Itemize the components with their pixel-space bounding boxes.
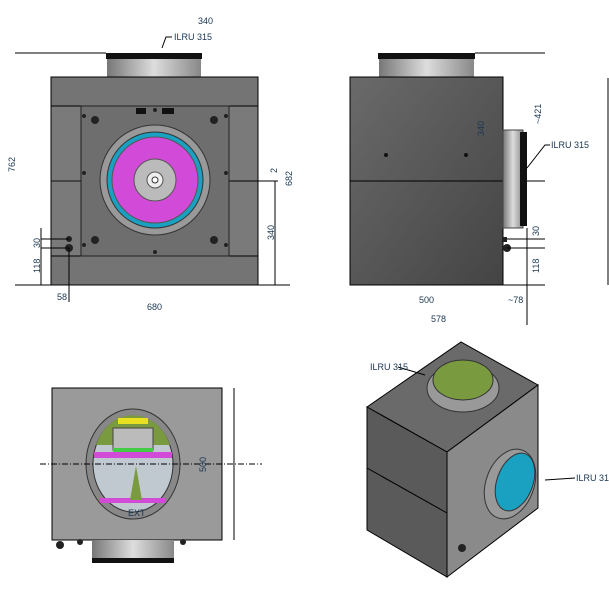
isometric-view: ILRU 315 ILRU 315: [366, 341, 609, 579]
dim-drain-offset: 58: [57, 292, 67, 302]
dim-total-height: 762: [7, 157, 17, 172]
dim-drain-height: 118: [32, 259, 42, 273]
dim-duct-projection: ~78: [508, 295, 523, 305]
dim-depth: 500: [419, 295, 434, 305]
duct-flange: [106, 53, 202, 59]
duct-label: ILRU 315: [174, 32, 212, 42]
dim-upper-height: 340: [476, 121, 486, 136]
dim-duct-width: 340: [198, 16, 213, 26]
side-duct-label: ILRU 315: [551, 140, 589, 150]
dim-bottom-depth: 500: [198, 457, 208, 472]
dim-drain-spacing-side: 30: [531, 226, 541, 236]
dim-outlet-center: 340: [266, 225, 276, 240]
side-view: [349, 53, 527, 286]
front-dimensions: 340 ILRU 315 762 682 2 340 30 118 58 680: [7, 16, 294, 312]
top-duct: [107, 59, 201, 78]
bottom-view: 500 EXT: [40, 387, 262, 563]
dim-outlet-height-side: ~421: [533, 104, 543, 124]
dim-outlet-height: 682: [284, 171, 294, 186]
front-view: [50, 53, 259, 286]
dim-total-depth: 578: [431, 314, 446, 324]
dim-drain-spacing: 30: [32, 238, 42, 248]
side-dimensions: 340 ~421 ILRU 315 30 118 500 ~78 578: [350, 52, 609, 325]
dim-drain-height-side: 118: [531, 259, 541, 273]
bottom-label: EXT: [128, 508, 146, 518]
iso-top-duct-label: ILRU 315: [370, 362, 408, 372]
dim-width: 680: [147, 302, 162, 312]
dim-gap: 2: [269, 168, 279, 173]
iso-side-duct-label: ILRU 315: [576, 473, 609, 483]
